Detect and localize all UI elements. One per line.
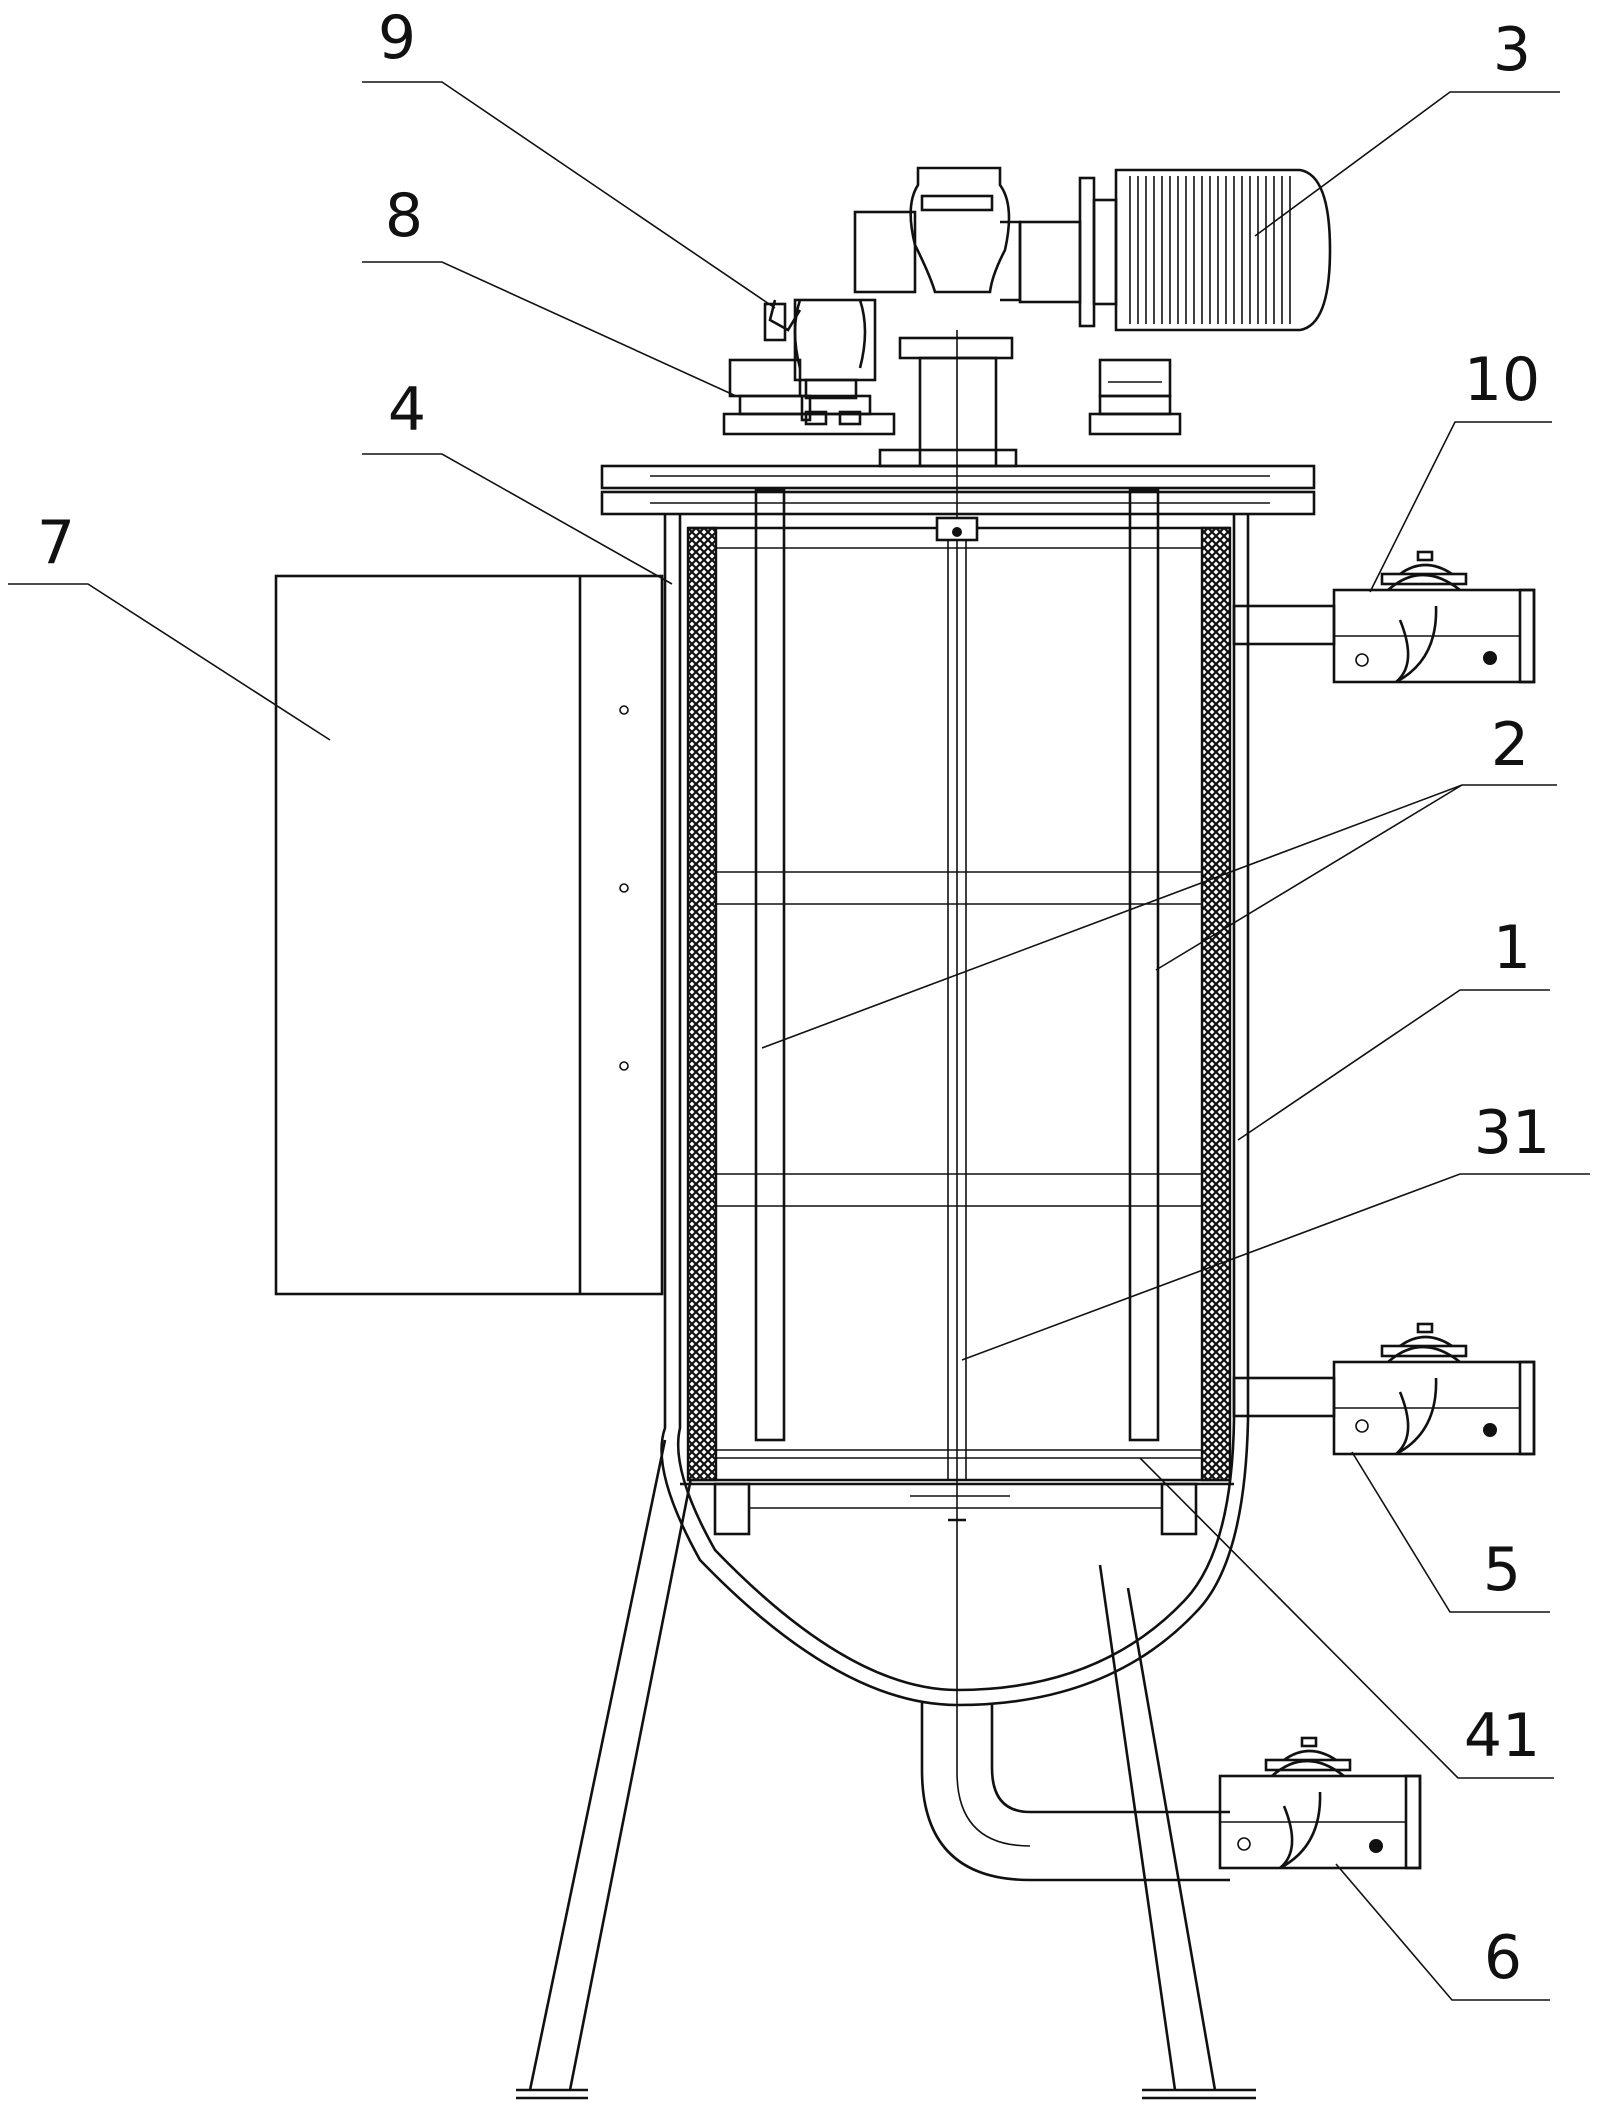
feed-port-valve bbox=[722, 298, 896, 436]
label-8: 8 bbox=[385, 181, 423, 251]
control-box bbox=[274, 574, 664, 1296]
bottom-valve bbox=[1218, 1736, 1422, 1870]
upper-side-valve bbox=[1232, 550, 1536, 684]
label-1: 1 bbox=[1493, 913, 1531, 983]
label-6: 6 bbox=[1484, 1923, 1522, 1993]
motor-fins bbox=[1129, 176, 1291, 324]
label-5: 5 bbox=[1483, 1535, 1521, 1605]
callout-labels: 9 3 8 10 4 7 2 1 31 5 41 6 bbox=[37, 3, 1550, 1993]
label-3: 3 bbox=[1493, 15, 1531, 85]
label-10: 10 bbox=[1464, 345, 1540, 415]
label-31: 31 bbox=[1474, 1098, 1550, 1168]
label-2: 2 bbox=[1491, 710, 1529, 780]
label-4: 4 bbox=[388, 375, 426, 445]
lower-side-valve bbox=[1232, 1322, 1536, 1456]
central-shaft bbox=[935, 330, 979, 1740]
lid-flange bbox=[600, 464, 1316, 516]
top-nozzle bbox=[1088, 358, 1182, 436]
support-legs bbox=[516, 1439, 1256, 2100]
label-9: 9 bbox=[378, 3, 416, 73]
label-7: 7 bbox=[37, 508, 75, 578]
bottom-discharge-pipe bbox=[920, 1703, 1230, 1882]
agitator-paddles bbox=[754, 488, 1160, 1442]
filter-basket bbox=[686, 526, 1232, 1482]
drive-motor bbox=[853, 166, 1332, 468]
label-41: 41 bbox=[1464, 1701, 1540, 1771]
leader-lines bbox=[8, 81, 1590, 2001]
